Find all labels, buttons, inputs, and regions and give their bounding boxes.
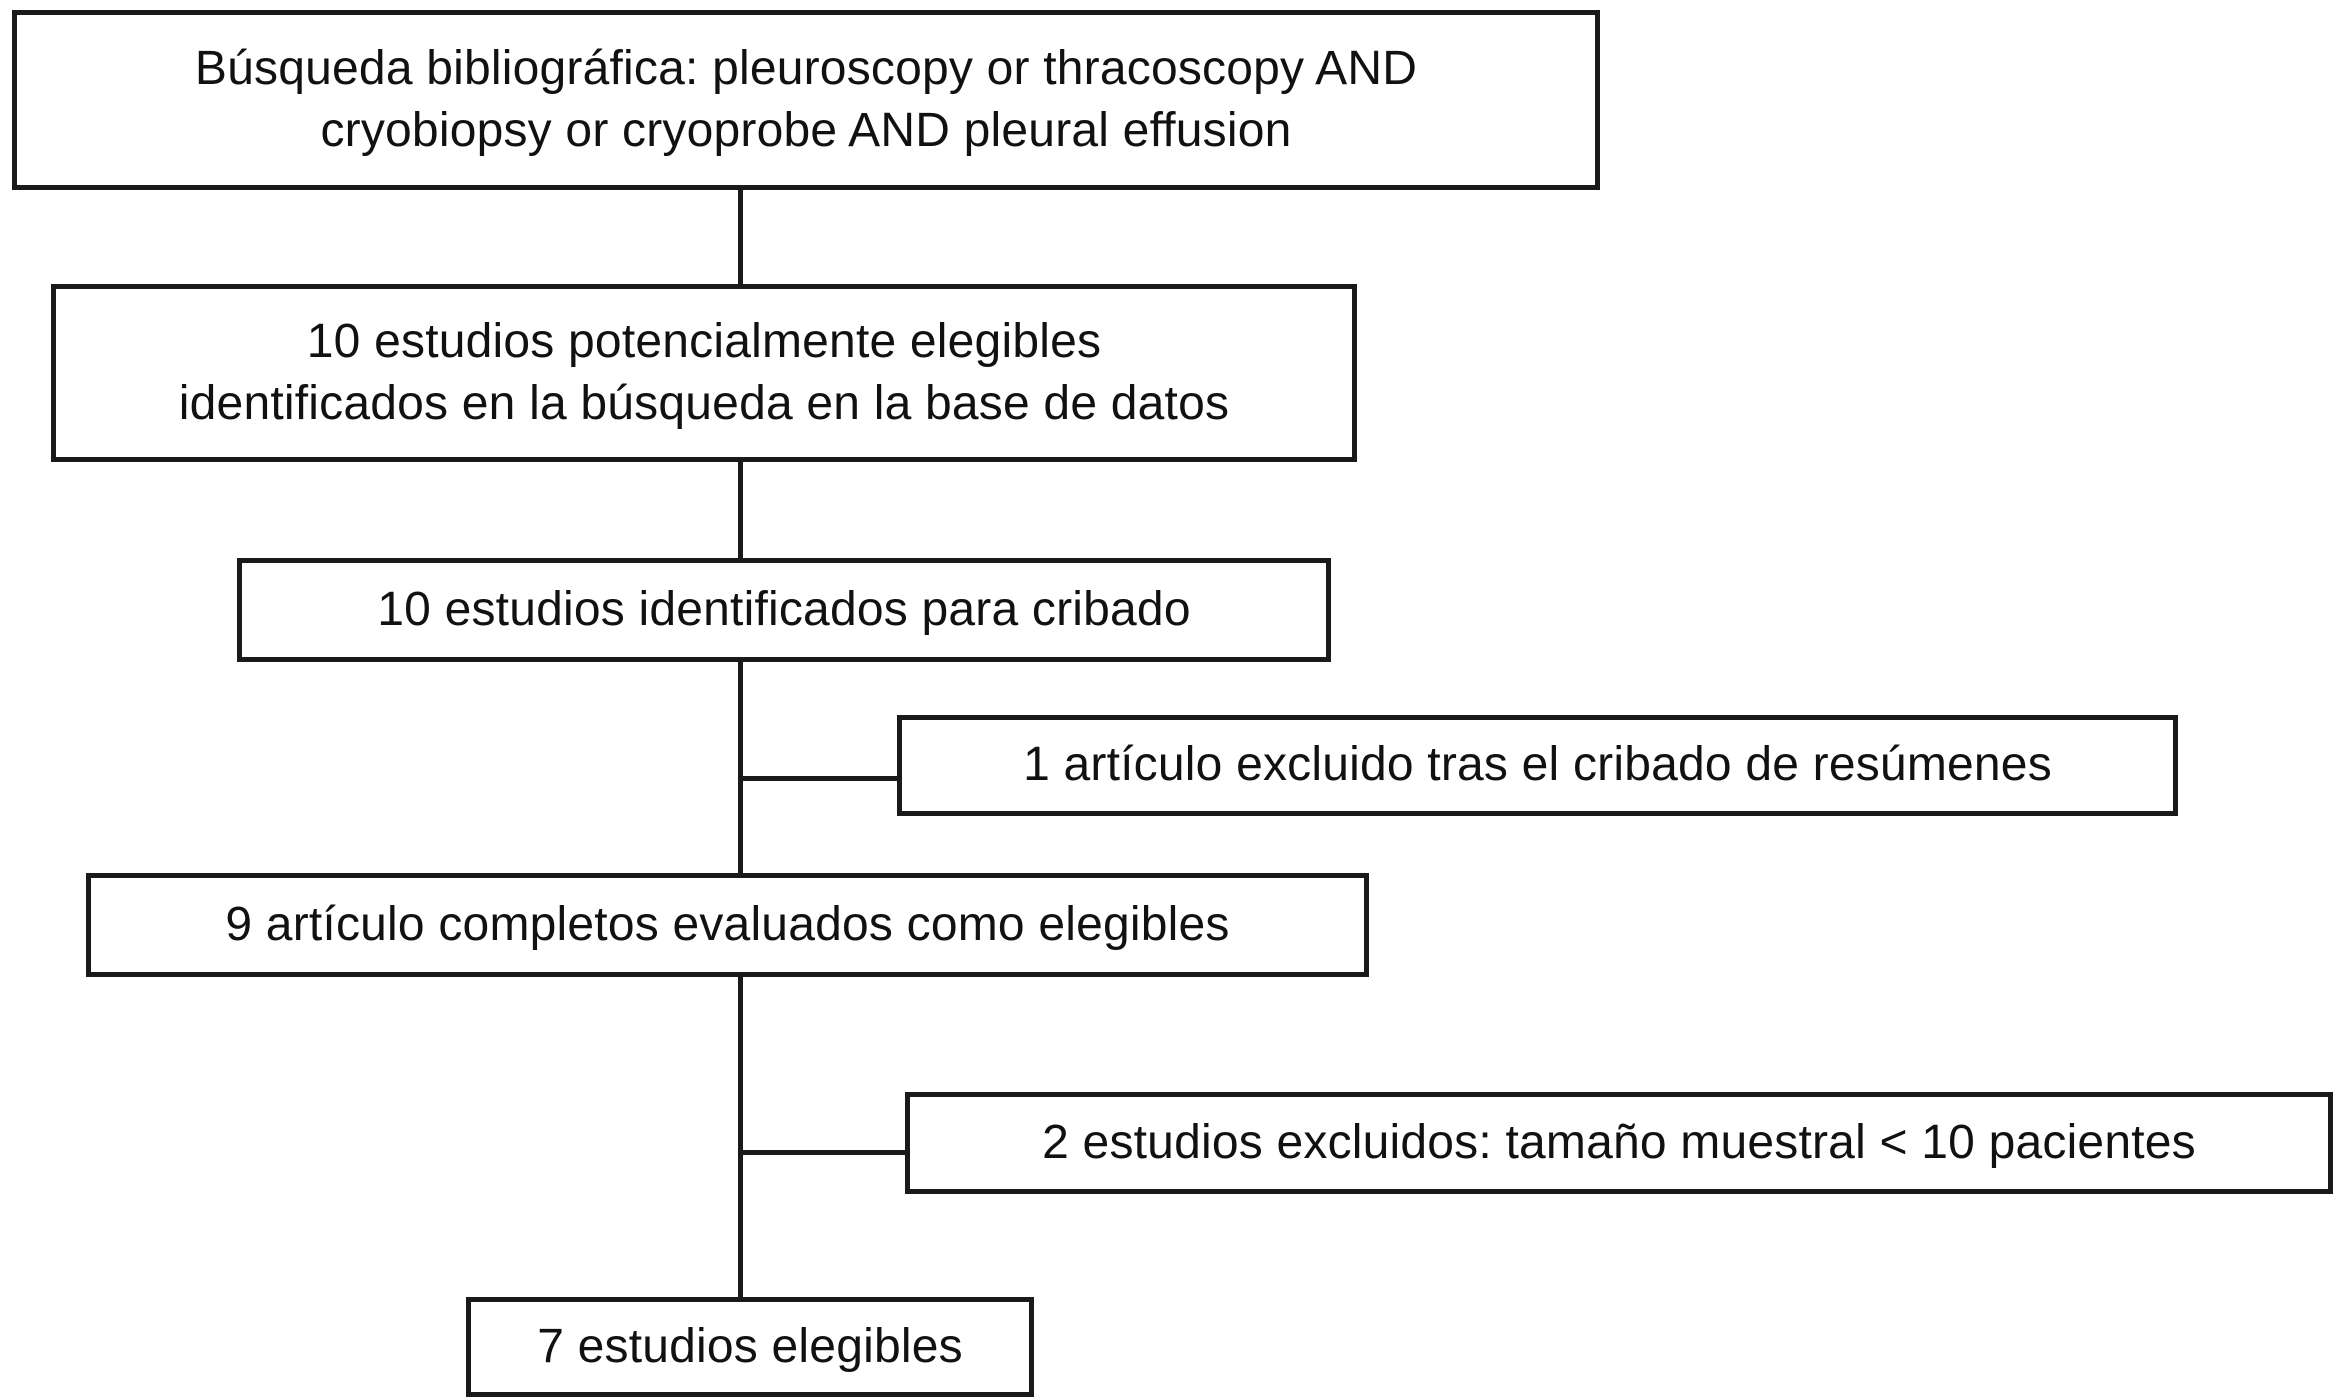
node-fulltext-assessed: 9 artículo completos evaluados como eleg… — [86, 873, 1369, 977]
node-eligible-studies-label: 7 estudios elegibles — [537, 1319, 963, 1373]
connector-branch-excluded-samplesize — [738, 1150, 908, 1155]
node-studies-screened: 10 estudios identificados para cribado — [237, 558, 1331, 662]
node-eligible-studies: 7 estudios elegibles — [466, 1297, 1034, 1397]
connector-identified-to-screening — [738, 460, 743, 560]
connector-branch-excluded-abstracts — [738, 776, 900, 781]
node-excluded-sample-size-label: 2 estudios excluidos: tamaño muestral < … — [1042, 1115, 2196, 1169]
node-studies-identified: 10 estudios potencialmente elegibles ide… — [51, 284, 1357, 462]
connector-search-to-identified — [738, 188, 743, 286]
node-excluded-after-abstract-screening: 1 artículo excluido tras el cribado de r… — [897, 715, 2178, 816]
connector-screening-to-fulltext — [738, 660, 743, 875]
node-studies-screened-label: 10 estudios identificados para cribado — [377, 582, 1191, 636]
node-excluded-sample-size: 2 estudios excluidos: tamaño muestral < … — [905, 1092, 2333, 1194]
connector-fulltext-to-eligible — [738, 975, 743, 1299]
node-studies-identified-label: 10 estudios potencialmente elegibles ide… — [178, 314, 1230, 430]
node-search-strategy: Búsqueda bibliográfica: pleuroscopy or t… — [12, 10, 1600, 190]
node-fulltext-assessed-label: 9 artículo completos evaluados como eleg… — [225, 897, 1230, 951]
node-search-strategy-label: Búsqueda bibliográfica: pleuroscopy or t… — [194, 41, 1418, 157]
node-excluded-after-abstract-screening-label: 1 artículo excluido tras el cribado de r… — [1023, 738, 2052, 792]
